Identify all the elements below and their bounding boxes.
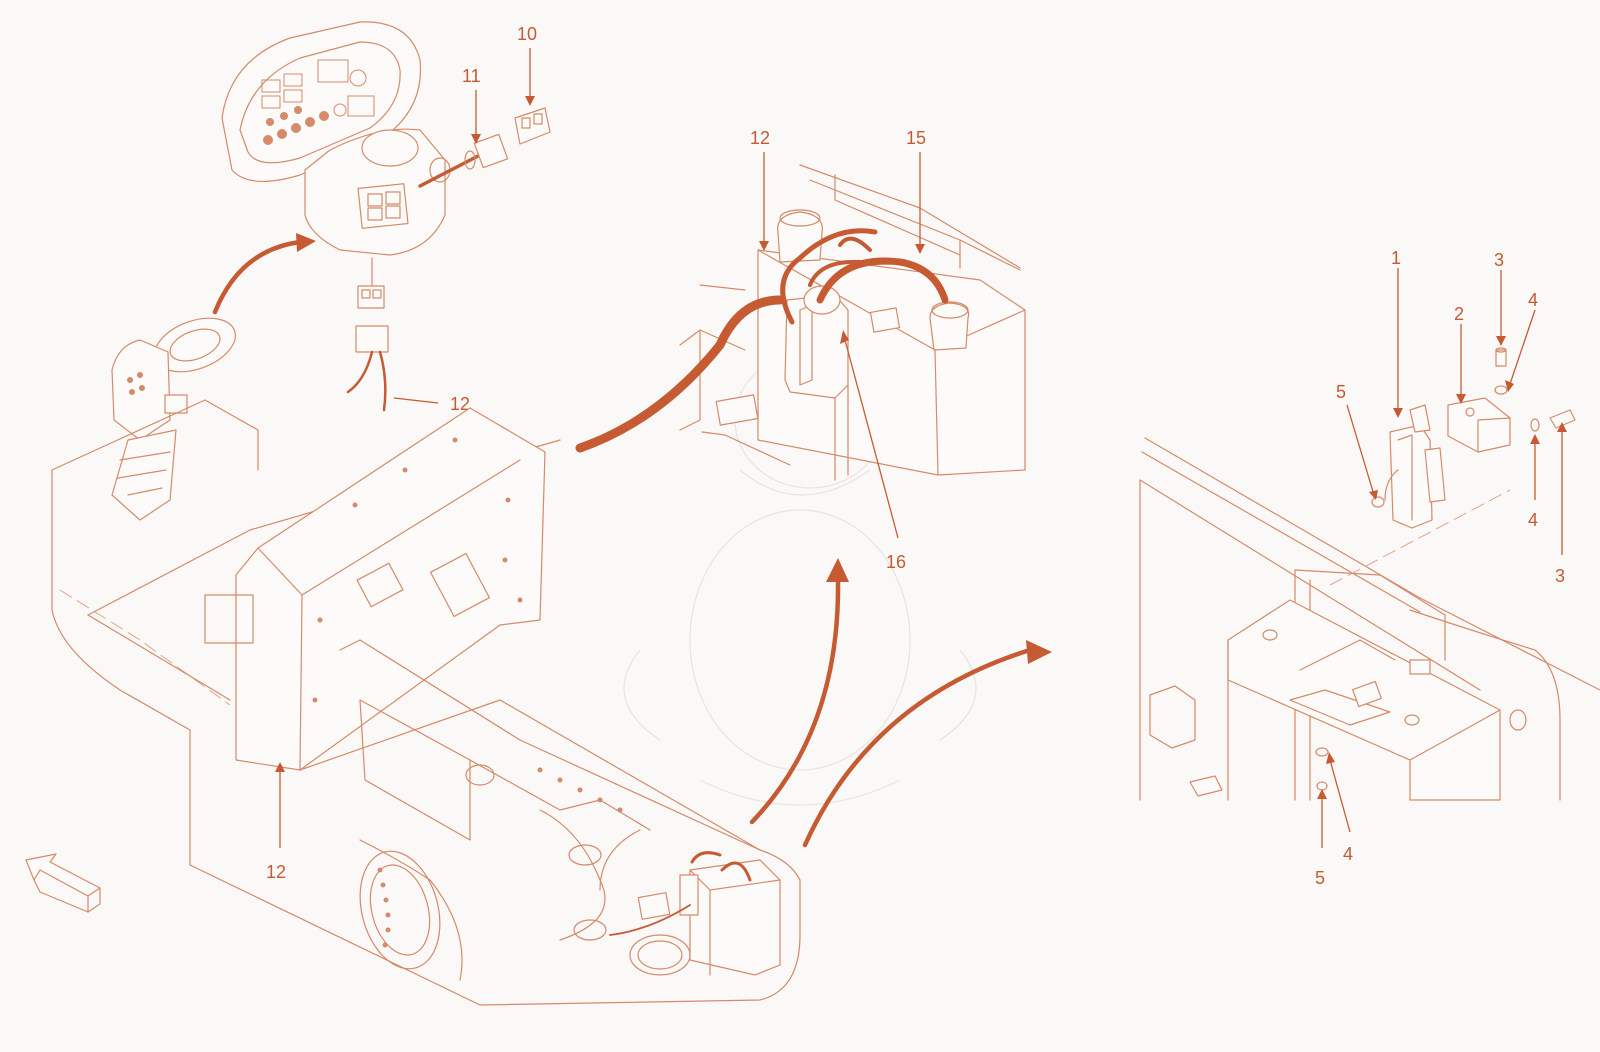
leader-4-top (1509, 309, 1536, 385)
arrow-frame-to-relay (749, 577, 841, 825)
leader-5-top (1346, 404, 1375, 496)
relay-detail-view (575, 164, 1026, 481)
callout-4-right: 4 (1528, 510, 1538, 530)
callout-12-frame: 12 (266, 862, 286, 882)
callout-15: 15 (906, 128, 926, 148)
callout-2: 2 (1454, 304, 1464, 324)
control-panel-exploded (221, 21, 551, 412)
arrow-frame-to-bracket (802, 647, 1033, 848)
leader-16 (844, 339, 899, 539)
callout-5-top: 5 (1336, 382, 1346, 402)
callout-4-bottom: 4 (1343, 844, 1353, 864)
arrow-steering-to-panel (212, 239, 303, 315)
callout-1: 1 (1391, 248, 1401, 268)
steering-assembly (111, 317, 236, 521)
callout-3-top: 3 (1494, 250, 1504, 270)
callout-12-dash: 12 (450, 394, 470, 414)
leader-12-dash (393, 397, 439, 404)
callout-3-right: 3 (1555, 566, 1565, 586)
callout-5-bottom: 5 (1315, 868, 1325, 888)
direction-arrow-icon (25, 853, 101, 913)
chassis-frame (51, 399, 801, 1006)
bracket-detail-view (1139, 347, 1600, 801)
callout-10: 10 (517, 24, 537, 44)
callout-12-relay: 12 (750, 128, 770, 148)
callout-11: 11 (462, 66, 481, 86)
leader-4-bottom (1329, 759, 1351, 833)
callout-4-top: 4 (1528, 290, 1538, 310)
callout-16: 16 (886, 552, 906, 572)
